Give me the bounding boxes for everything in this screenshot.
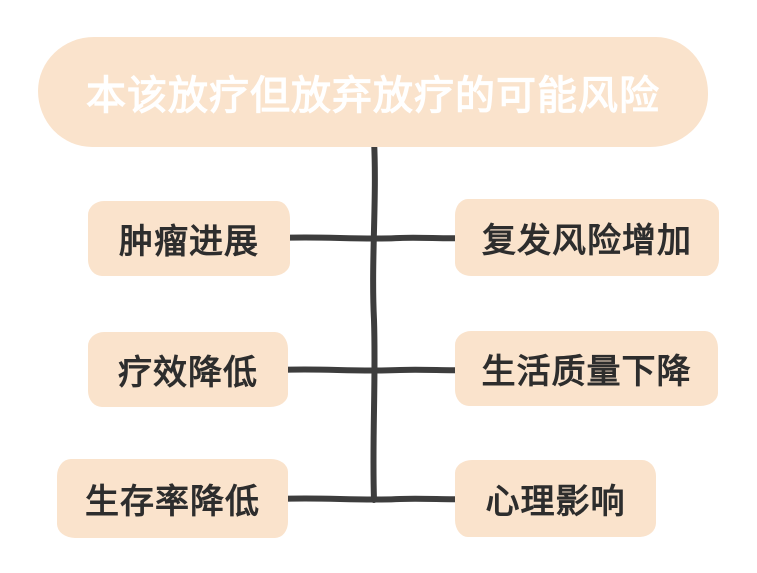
node-efficacy-reduction-label: 疗效降低 xyxy=(118,354,258,392)
node-quality-of-life-decline-label: 生活质量下降 xyxy=(481,353,692,391)
node-recurrence-risk-increase: 复发风险增加 xyxy=(455,199,719,276)
branch-row2-line xyxy=(277,366,468,374)
title-node: 本该放疗但放弃放疗的可能风险 xyxy=(38,37,708,147)
node-survival-rate-reduction: 生存率降低 xyxy=(57,459,288,538)
node-psychological-impact-label: 心理影响 xyxy=(485,483,626,521)
title-text: 本该放疗但放弃放疗的可能风险 xyxy=(86,74,660,118)
trunk-line xyxy=(370,137,378,503)
branch-row3-line xyxy=(277,495,468,503)
node-recurrence-risk-increase-label: 复发风险增加 xyxy=(482,222,692,260)
node-efficacy-reduction: 疗效降低 xyxy=(88,332,288,407)
branch-row1-line xyxy=(277,234,468,242)
node-tumor-progression: 肿瘤进展 xyxy=(88,201,290,276)
node-tumor-progression-label: 肿瘤进展 xyxy=(119,223,259,261)
node-survival-rate-reduction-label: 生存率降低 xyxy=(85,483,260,521)
node-psychological-impact: 心理影响 xyxy=(455,460,656,537)
node-quality-of-life-decline: 生活质量下降 xyxy=(455,331,718,406)
